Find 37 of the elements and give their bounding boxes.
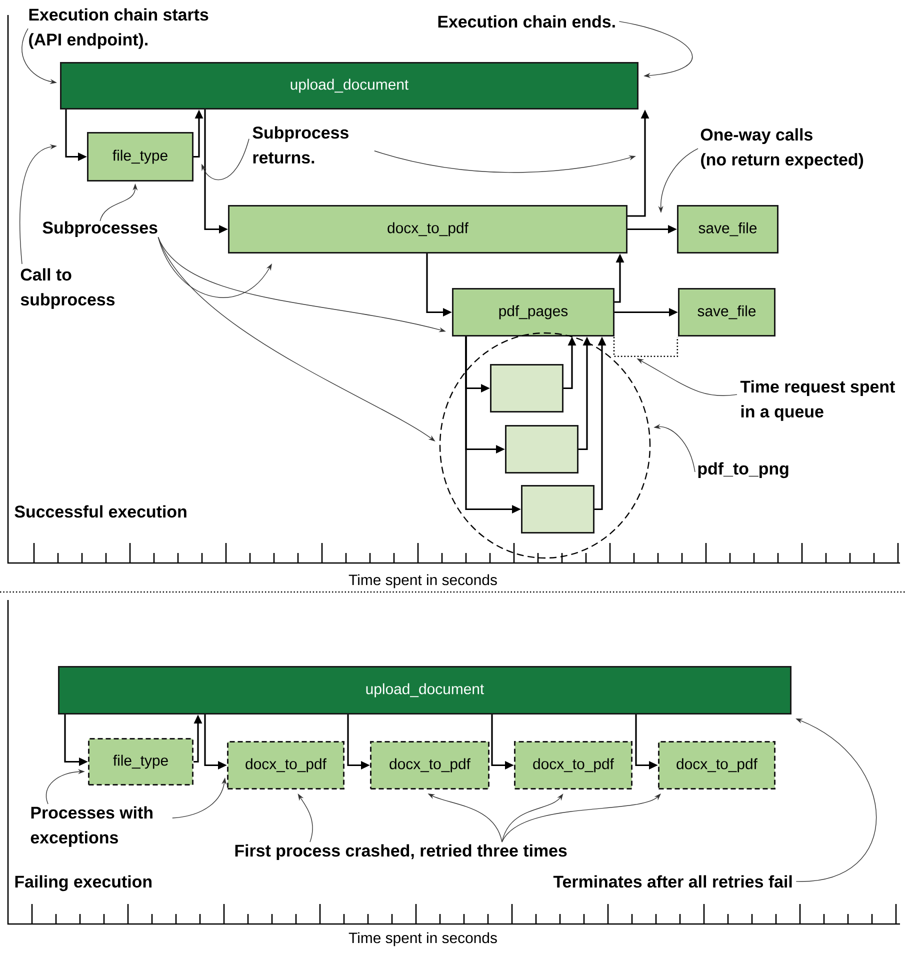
process-box: docx_to_pdf xyxy=(514,741,632,790)
process-box: docx_to_pdf xyxy=(227,741,344,790)
callout-text: Time request spent in a queue xyxy=(740,380,895,421)
callout-text: pdf_to_png xyxy=(698,462,788,478)
leader-line xyxy=(618,21,693,78)
callout-text: Subprocesses xyxy=(42,221,158,237)
process-box: docx_to_pdf xyxy=(370,741,490,790)
process-box: pdf_pages xyxy=(452,288,614,336)
process-box: save_file xyxy=(678,288,776,336)
callout-text: Subprocess returns. xyxy=(252,126,348,164)
callout-text: Terminates after all retries fail xyxy=(553,875,792,888)
process-box: file_type xyxy=(88,738,194,786)
callout-text: First process crashed, retried three times xyxy=(235,844,567,860)
process-box: file_type xyxy=(87,132,194,182)
process-box: upload_document xyxy=(58,666,792,714)
leader-line xyxy=(202,138,250,180)
leader-line xyxy=(502,794,661,842)
callout-text: Call to subprocess xyxy=(20,268,115,309)
process-box xyxy=(490,364,564,412)
leader-line xyxy=(796,718,877,882)
section-label: Successful execution xyxy=(14,505,186,518)
queue-time-bracket xyxy=(613,337,678,358)
callout-text: Execution chain ends. xyxy=(438,15,615,28)
process-box: save_file xyxy=(677,205,778,254)
dashed-ellipse xyxy=(439,332,651,559)
section-label: Failing execution xyxy=(15,875,152,892)
callout-text: Processes with exceptions xyxy=(30,806,152,847)
leader-line xyxy=(158,236,272,298)
callout-text: One-way calls (no return expected) xyxy=(700,128,864,169)
process-box: docx_to_pdf xyxy=(228,205,628,254)
process-box: docx_to_pdf xyxy=(658,741,776,790)
process-box: upload_document xyxy=(60,62,638,110)
axis-label: Time spent in seconds xyxy=(348,932,497,946)
process-box xyxy=(521,485,594,534)
callout-text: Execution chain starts (API endpoint). xyxy=(29,8,208,49)
process-box xyxy=(505,425,578,474)
axis-label: Time spent in seconds xyxy=(348,574,497,588)
